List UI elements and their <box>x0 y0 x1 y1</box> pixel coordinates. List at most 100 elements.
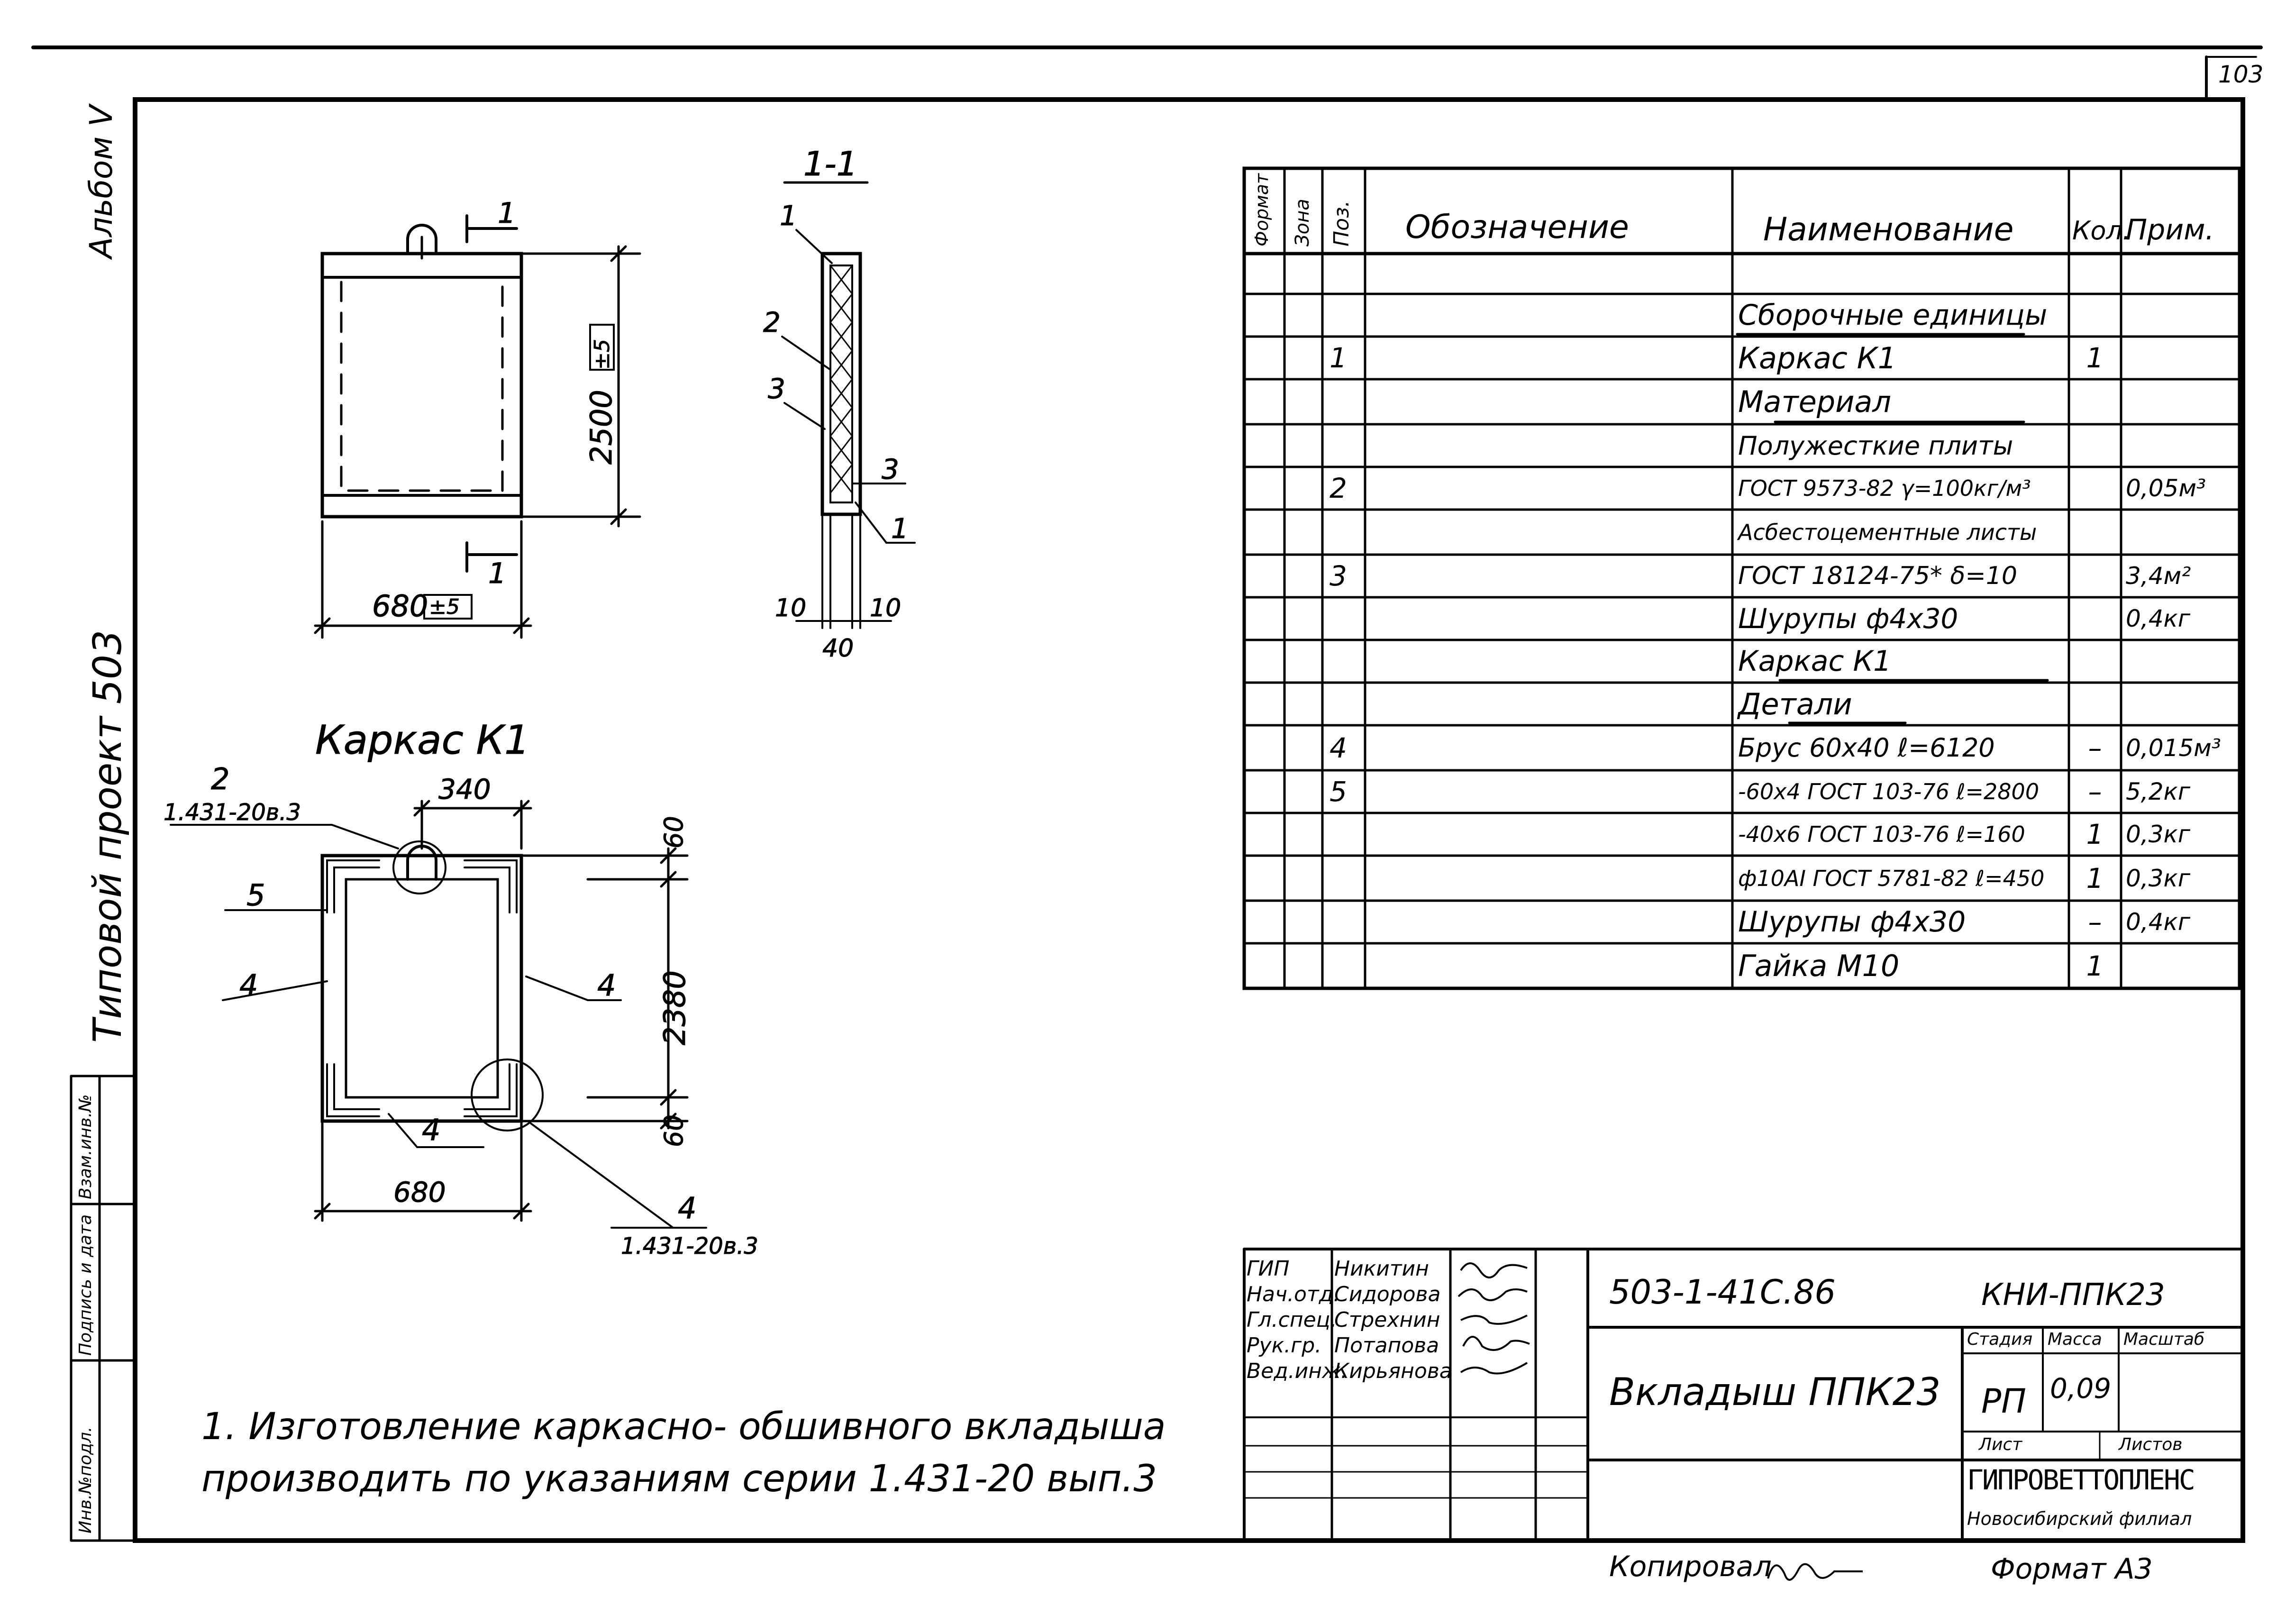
spec-row: Полужесткие плиты <box>1244 424 2240 467</box>
spec-header-name: Наименование <box>1763 211 2014 248</box>
sec-callout-3-left: 3 <box>768 373 785 405</box>
spec-cell-designation <box>1365 337 1732 379</box>
frame-callout-5: 5 <box>246 878 265 912</box>
spec-header-format: Формат <box>1251 173 1272 246</box>
cut-mark-top-label: 1 <box>498 197 516 230</box>
spec-cell-note: 0,4кг <box>2126 908 2190 936</box>
name-nikitin: Никитин <box>1334 1257 1429 1281</box>
frame-callout-4-ref: 1.431-20в.3 <box>621 1233 758 1259</box>
mass-value: 0,09 <box>2050 1372 2112 1405</box>
spec-cell-designation <box>1365 725 1732 770</box>
spec-cell-note <box>2121 294 2240 337</box>
spec-cell-pos <box>1244 294 1365 337</box>
organization-branch: Новосибирский филиал <box>1967 1508 2192 1529</box>
frame-callout-2: 2 <box>211 762 229 796</box>
cut-marks <box>465 214 518 573</box>
spec-cell-qty <box>2069 510 2121 555</box>
spec-cell-name: -60х4 ГОСТ 103-76 ℓ=2800 <box>1738 779 2040 804</box>
spec-cell-note: 5,2кг <box>2126 778 2190 805</box>
spec-cell-qty <box>2069 254 2121 294</box>
spec-cell-pos <box>1244 856 1365 901</box>
frame-callout-2-ref: 1.431-20в.3 <box>164 799 301 826</box>
spec-cell-pos: 3 <box>1330 560 1347 592</box>
spec-cell-note: 0,3кг <box>2126 821 2190 848</box>
sheet-code: КНИ-ППК23 <box>1981 1277 2165 1313</box>
spec-cell-qty: 1 <box>2086 949 2104 982</box>
spec-cell-pos: 4 <box>1330 731 1347 764</box>
signature-scribbles <box>1457 1262 1530 1375</box>
spec-cell-note <box>2121 254 2240 294</box>
stage-value: РП <box>1981 1382 2026 1421</box>
spec-cell-name: Сборочные единицы <box>1738 299 2048 332</box>
name-potapova: Потапова <box>1334 1333 1439 1358</box>
frame-callout-4-left: 4 <box>239 968 258 1003</box>
spec-cell-pos <box>1244 901 1365 943</box>
spec-cell-name: -40х6 ГОСТ 103-76 ℓ=160 <box>1738 821 2025 847</box>
role-chief-engineer: ГИП <box>1247 1257 1290 1281</box>
spec-cell-name: Асбестоцементные листы <box>1738 519 2037 545</box>
spec-header-pos: Поз. <box>1330 200 1354 246</box>
frame-dim-top: 340 <box>438 773 491 805</box>
spec-header-underlines <box>1736 333 2049 724</box>
spec-cell-designation <box>1365 555 1732 597</box>
frame-k1-leaders <box>170 824 707 1229</box>
spec-cell-name: Каркас К1 <box>1738 340 1897 375</box>
dim-width: 680 <box>372 589 428 623</box>
spec-row: 5-60х4 ГОСТ 103-76 ℓ=2800–5,2кг <box>1244 770 2240 813</box>
sec-dim-mid: 40 <box>822 634 854 663</box>
name-sidorova: Сидорова <box>1334 1282 1441 1306</box>
note-line-2: производить по указаниям серии 1.431-20 … <box>201 1458 1157 1500</box>
frame-callout-4-right: 4 <box>597 968 616 1003</box>
spec-cell-designation <box>1365 770 1732 813</box>
sec-callout-1-top: 1 <box>780 200 797 232</box>
dim-height-tol: ±5 <box>590 339 614 370</box>
spec-cell-qty <box>2069 640 2121 683</box>
spec-header-designation: Обозначение <box>1405 209 1629 246</box>
spec-cell-designation <box>1365 640 1732 683</box>
sheet-label: Лист <box>1979 1435 2022 1454</box>
frame-k1-dimensions <box>314 800 689 1222</box>
sec-callout-3-right: 3 <box>882 453 899 485</box>
spec-cell-designation <box>1365 683 1732 725</box>
title-block-roles: ГИП Нач.отд. Гл.спец. Рук.гр. Вед.инж. <box>1247 1256 1348 1384</box>
spec-row: 2 ГОСТ 9573-82 γ=100кг/м³ 0,05м³ <box>1244 467 2240 510</box>
sec-dim-left: 10 <box>775 594 806 622</box>
spec-cell-pos <box>1244 510 1365 555</box>
spec-cell-qty: 1 <box>2086 818 2104 850</box>
spec-cell-qty <box>2069 379 2121 424</box>
spec-cell-note <box>2121 683 2240 725</box>
spec-cell-qty <box>2069 597 2121 640</box>
sec-callout-2: 2 <box>763 306 781 338</box>
spec-cell-note: 0,05м³ <box>2126 474 2206 502</box>
spec-cell-note: 3,4м² <box>2126 562 2191 590</box>
sec-callout-1-bottom: 1 <box>891 512 909 545</box>
spec-cell-name: Шурупы ф4х30 <box>1738 905 1966 939</box>
spec-cell-qty: – <box>2088 731 2102 764</box>
note-line-1: 1. Изготовление каркасно- обшивного вкла… <box>201 1405 1166 1448</box>
spec-row: Каркас К1 <box>1244 640 2240 683</box>
scale-label: Масштаб <box>2123 1330 2205 1349</box>
spec-cell-pos <box>1244 943 1365 988</box>
spec-cell-pos <box>1244 379 1365 424</box>
stamp-replace-inv: Взам.инв.№ <box>76 1094 95 1199</box>
spec-cell-name: ГОСТ 9573-82 γ=100кг/м³ <box>1738 475 2031 501</box>
spec-cell-designation <box>1365 813 1732 856</box>
spec-cell-designation <box>1365 254 1732 294</box>
name-strekhnin: Стрехнин <box>1334 1308 1440 1332</box>
spec-cell-qty <box>2069 424 2121 467</box>
spec-cell-qty: 1 <box>2086 342 2104 374</box>
spec-cell-designation <box>1365 856 1732 901</box>
spec-header-note: Прим. <box>2126 213 2214 246</box>
spec-row: 1 Каркас К1 1 <box>1244 337 2240 379</box>
spec-cell-pos: 1 <box>1330 342 1347 374</box>
sheets-label: Листов <box>2119 1435 2183 1454</box>
left-stamp-grid <box>70 1075 137 1542</box>
stamp-inv-number: Инв.№подл. <box>76 1426 95 1533</box>
spec-cell-pos: 2 <box>1330 472 1347 504</box>
spec-cell-pos <box>1244 640 1365 683</box>
dim-width-tol: ±5 <box>429 595 460 619</box>
spec-cell-note <box>2121 379 2240 424</box>
